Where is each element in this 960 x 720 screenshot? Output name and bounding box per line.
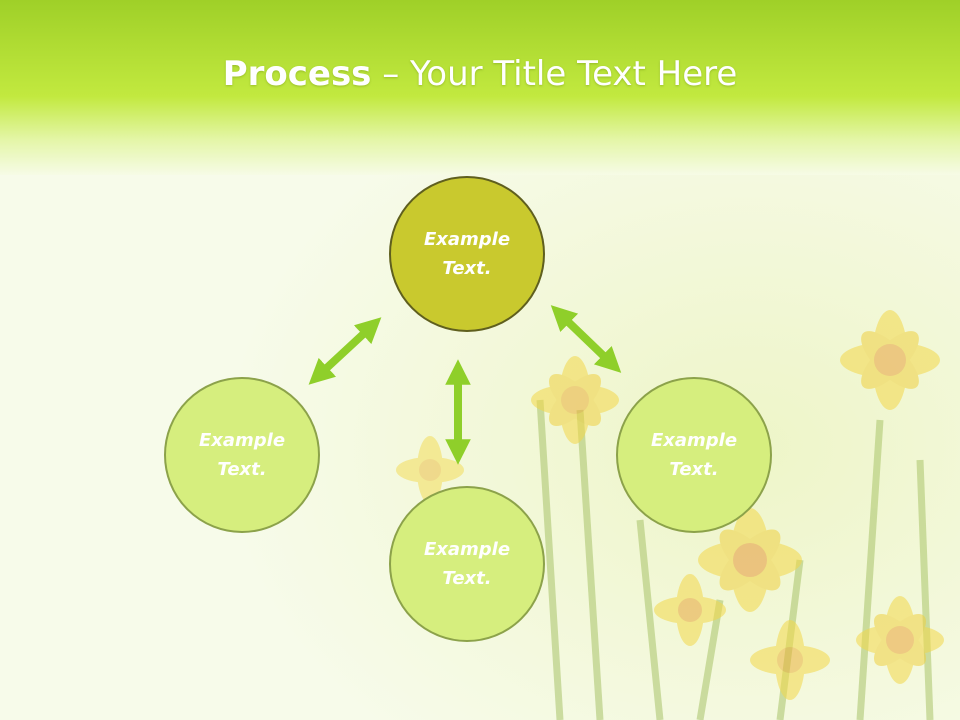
node-line2: Text. xyxy=(669,459,719,480)
arrow-top-right xyxy=(550,305,622,373)
node-line1: Example xyxy=(423,229,511,250)
node-line2: Text. xyxy=(442,568,492,589)
node-line1: Example xyxy=(198,430,286,451)
node-line2: Text. xyxy=(442,258,492,279)
process-node-right: Example Text. xyxy=(616,377,772,533)
node-line1: Example xyxy=(423,539,511,560)
title-rest: – Your Title Text Here xyxy=(371,54,738,94)
slide-title: Process – Your Title Text Here xyxy=(0,52,960,96)
process-node-bottom: Example Text. xyxy=(389,486,545,642)
arrow-top-left xyxy=(308,317,382,385)
process-node-left: Example Text. xyxy=(164,377,320,533)
node-line1: Example xyxy=(650,430,738,451)
title-bold: Process xyxy=(222,54,372,94)
header-band: Process – Your Title Text Here xyxy=(0,0,960,170)
node-line2: Text. xyxy=(217,459,267,480)
process-node-top: Example Text. xyxy=(389,176,545,332)
